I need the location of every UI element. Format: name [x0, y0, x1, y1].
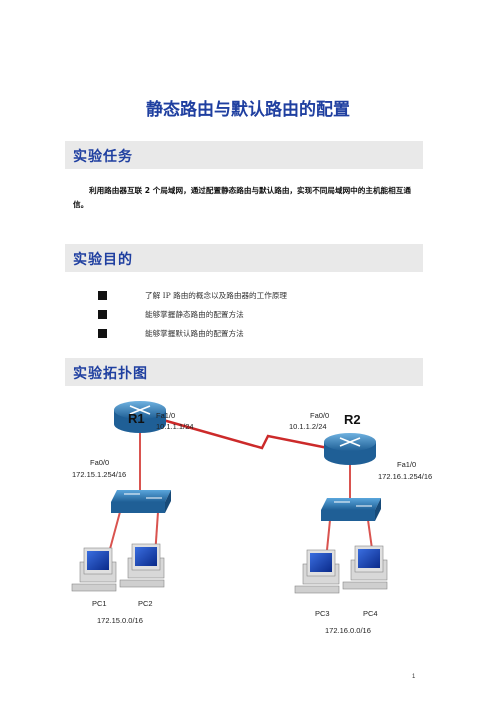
section-objective: 实验目的 — [65, 244, 423, 272]
section-topology-heading: 实验拓扑图 — [73, 366, 148, 382]
section-task-heading: 实验任务 — [73, 149, 133, 165]
pc4-label: PC4 — [363, 609, 378, 618]
r1-fa10-label: Fa1/0 — [156, 411, 175, 420]
section-objective-heading: 实验目的 — [73, 252, 133, 268]
serial-wan-link — [162, 418, 329, 450]
page-title: 静态路由与默认路由的配置 — [146, 100, 350, 120]
switch-2-icon — [321, 498, 381, 521]
router-r1-icon — [114, 401, 166, 433]
page-number: 1 — [412, 674, 416, 680]
pc4-icon — [342, 545, 388, 590]
pc1-icon — [71, 547, 117, 592]
pc2-icon — [119, 543, 165, 588]
section-topology: 实验拓扑图 — [65, 358, 423, 386]
square-bullet-icon — [98, 291, 107, 300]
r1-fa10-ip: 10.1.1.1/24 — [156, 422, 194, 431]
square-bullet-icon — [98, 329, 107, 338]
pc3-icon — [294, 549, 340, 594]
r1-fa00-ip: 172.15.1.254/16 — [72, 470, 126, 479]
r2-fa10-ip: 172.16.1.254/16 — [378, 472, 432, 481]
pc2-label: PC2 — [138, 599, 153, 608]
router-r1-name: R1 — [128, 411, 145, 426]
router-r2-icon — [324, 433, 376, 465]
r2-fa00-label: Fa0/0 — [310, 411, 329, 420]
r2-fa00-ip: 10.1.1.2/24 — [289, 422, 327, 431]
pc1-label: PC1 — [92, 599, 107, 608]
pc3-label: PC3 — [315, 609, 330, 618]
router-r2-name: R2 — [344, 412, 361, 427]
net1-label: 172.15.0.0/16 — [97, 616, 143, 625]
net2-label: 172.16.0.0/16 — [325, 626, 371, 635]
switch-1-icon — [111, 490, 171, 513]
section-task: 实验任务 — [65, 141, 423, 169]
task-description: 利用路由器互联 2 个局域网，通过配置静态路由与默认路由，实现不同局域网中的主机… — [73, 186, 411, 209]
square-bullet-icon — [98, 310, 107, 319]
r1-fa00-label: Fa0/0 — [90, 458, 109, 467]
r2-fa10-label: Fa1/0 — [397, 460, 416, 469]
